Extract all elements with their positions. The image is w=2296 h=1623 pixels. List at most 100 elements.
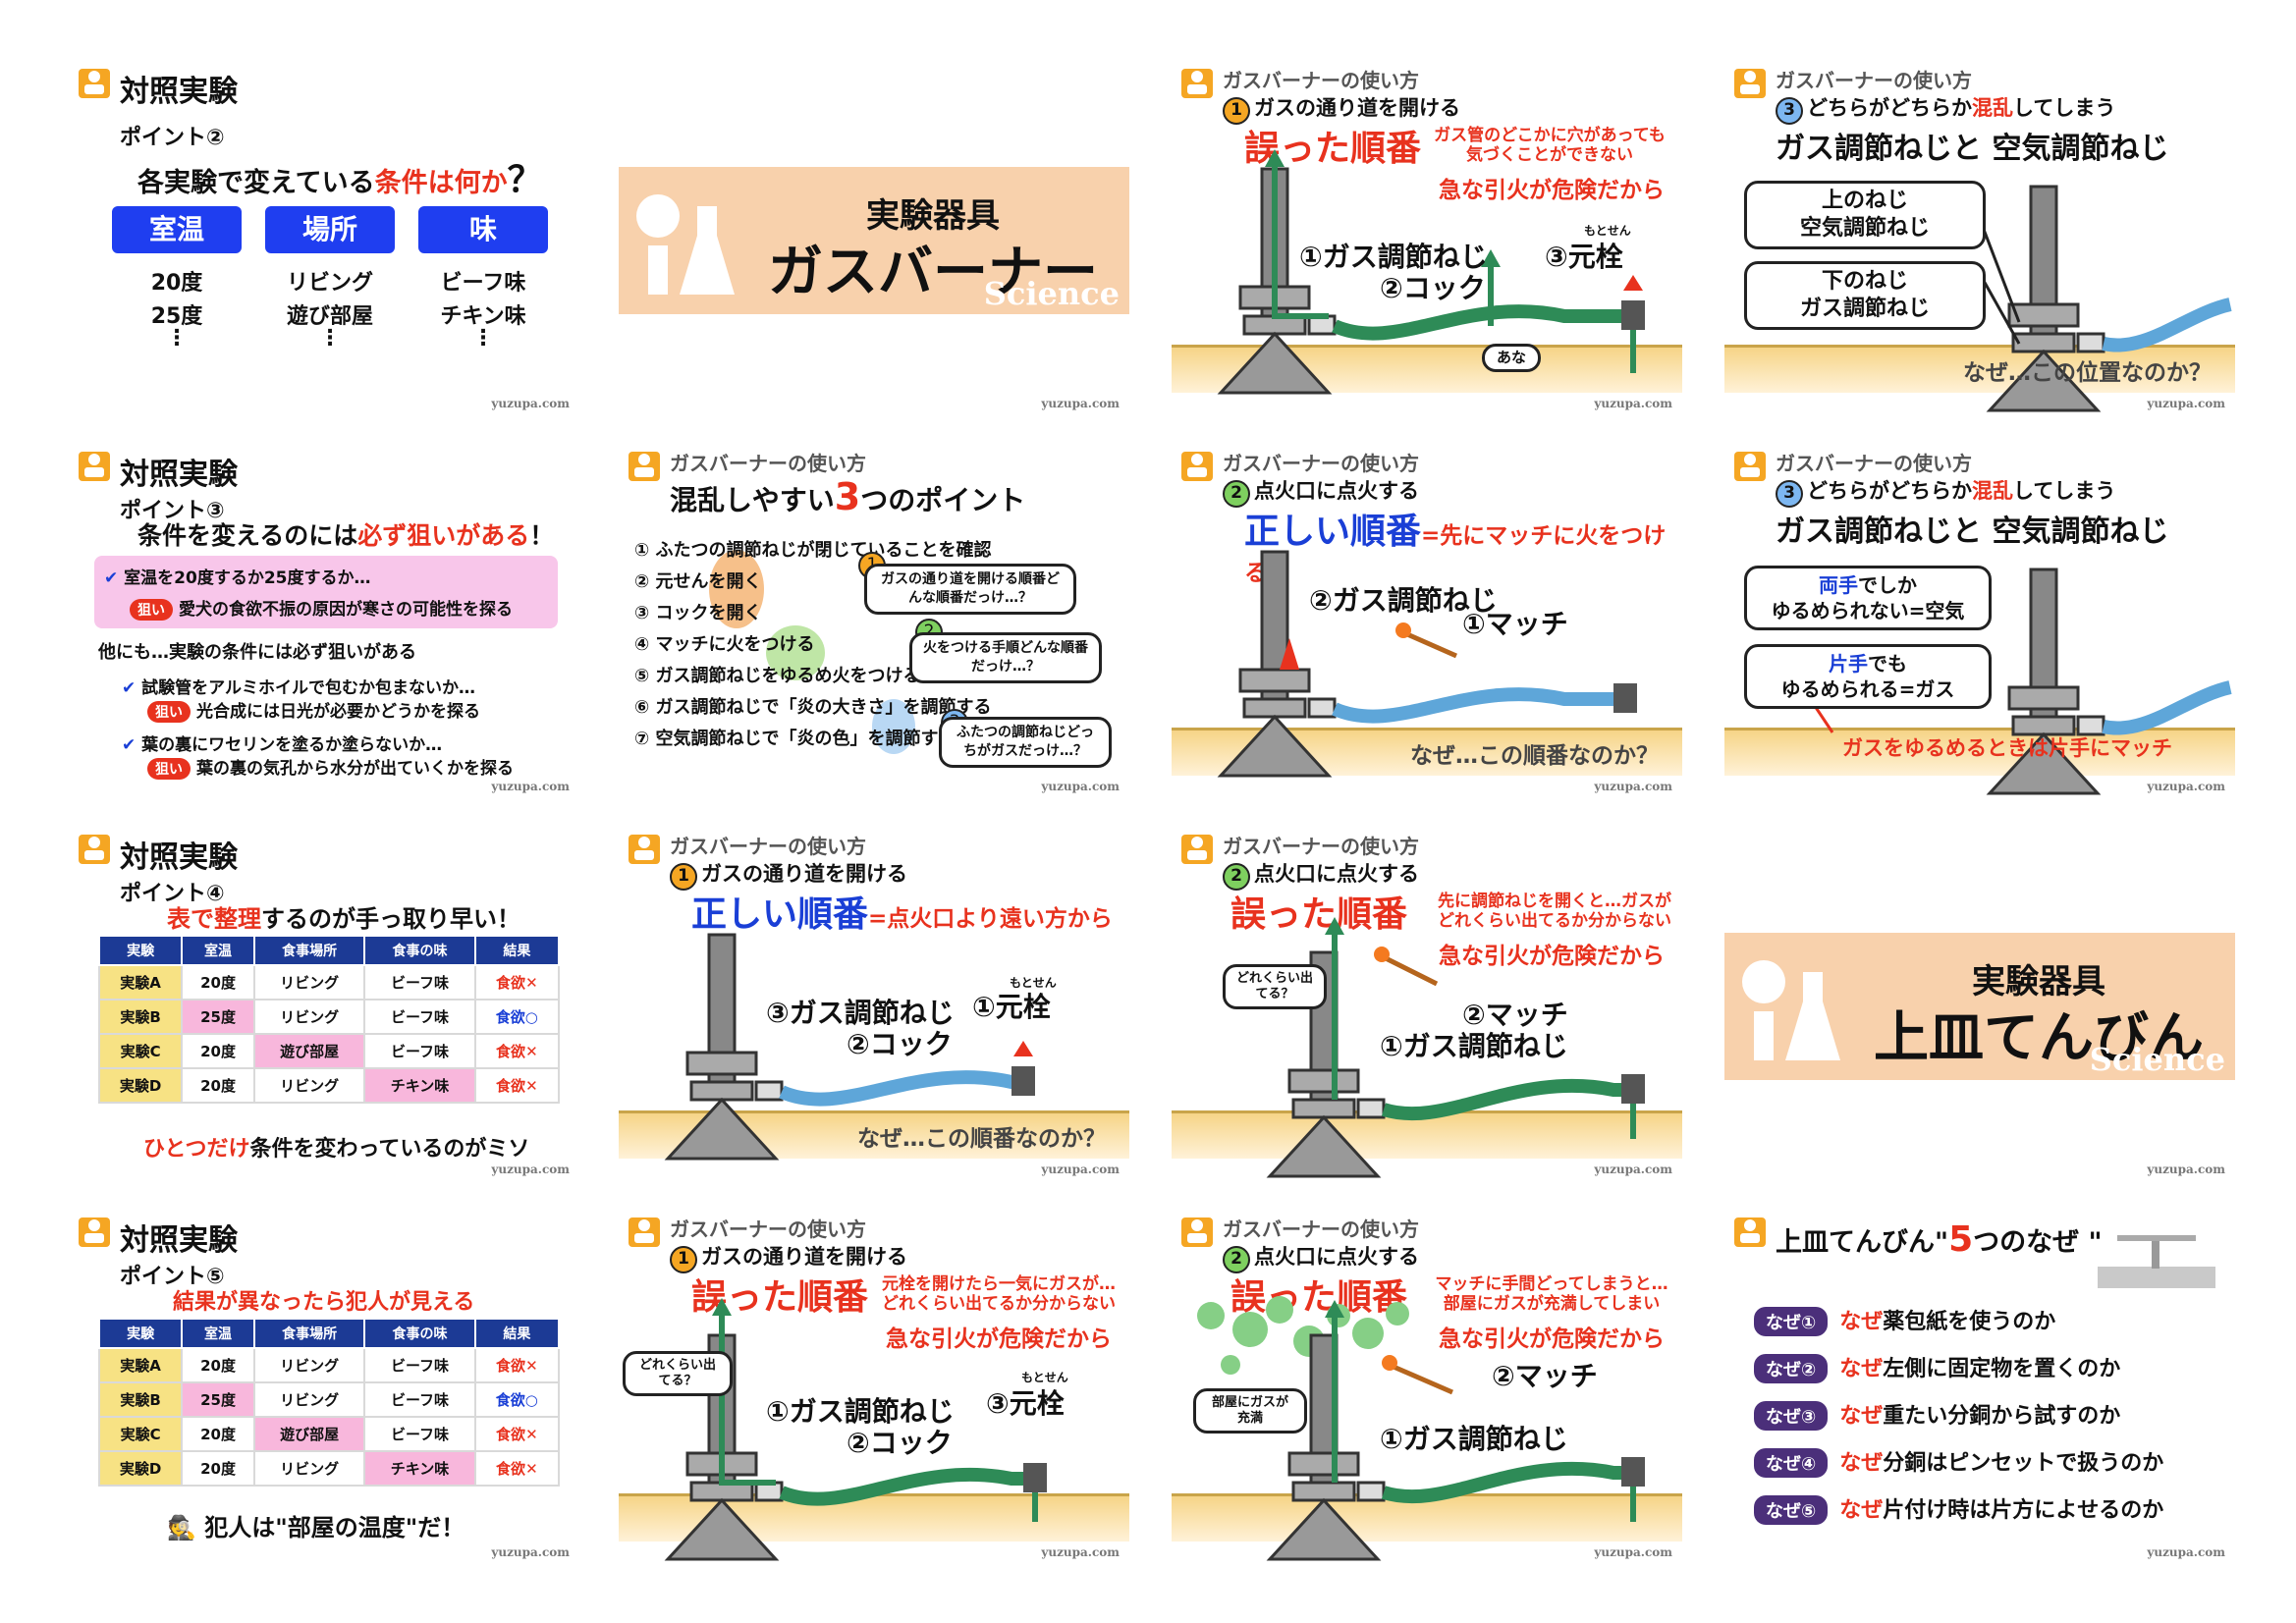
question: 各実験で変えている条件は何か？ — [137, 160, 543, 200]
point-label: ポイント③ — [120, 499, 225, 523]
label-gas-screw: ①ガス調節ねじ — [1380, 1423, 1568, 1455]
microscope-flask-icon — [1742, 960, 1840, 1060]
gas-screw-callout: 片手でもゆるめられる=ガス — [1744, 644, 1992, 709]
ellipsis-icon: ⋮ — [319, 326, 341, 351]
kicker: ガスバーナーの使い方 — [1223, 69, 1419, 92]
label-cock: ②コック — [847, 1028, 953, 1060]
gas-burner-diagram — [1219, 550, 1637, 778]
yuzupa-logo-icon — [79, 452, 110, 481]
label-match: ②マッチ — [1462, 999, 1568, 1031]
example-item: ✔ 葉の裏にワセリンを塗るか塗らないか… — [122, 735, 443, 755]
slide-control-point3: 対照実験 ポイント③ 条件を変えるのには必ず狙いがある！ ✔ 室温を20度するか… — [69, 442, 579, 795]
example-item: ✔ 試験管をアルミホイルで包むか包まないか… — [122, 678, 476, 698]
warning-detail: ガス管のどこかに穴があっても気づくことができない — [1434, 126, 1666, 165]
how-much-callout: どれくらい出てる？ — [1223, 964, 1327, 1009]
microscope-flask-icon — [636, 194, 735, 295]
label-gas-screw: ①ガス調節ねじ — [1299, 241, 1488, 273]
footer-credit: yuzupa.com — [2147, 397, 2225, 410]
slide-control-point2: 対照実験 ポイント② 各実験で変えている条件は何か？ 室温 場所 味 20度 2… — [69, 59, 579, 412]
other-note: 他にも…実験の条件には必ず狙いがある — [98, 642, 416, 663]
slide-control-point4: 対照実験 ポイント④ 表で整理するのが手っ取り早い！ 実験室温食事場所食事の味結… — [69, 825, 579, 1178]
label-cock: ②コック — [847, 1427, 953, 1459]
footer-credit: yuzupa.com — [491, 397, 570, 410]
ruby-text: もとせん — [1584, 224, 1631, 238]
slide-title: 対照実験 — [120, 1223, 238, 1258]
culprit-note: 🕵 犯人は"部屋の温度"だ！ — [167, 1514, 465, 1542]
label-match: ①マッチ — [1462, 608, 1568, 640]
condition-button-place[interactable]: 場所 — [265, 206, 395, 253]
right-order-heading: 正しい順番=点火口より遠い方から — [691, 894, 1113, 935]
warning-detail: 元栓を開けたら一気にガスが…どれくらい出てるか分からない — [882, 1274, 1116, 1314]
footer-credit: yuzupa.com — [1041, 780, 1120, 793]
gas-burner-diagram — [1268, 917, 1645, 1178]
question: 結果が異なったら犯人が見える — [173, 1290, 475, 1315]
check-icon: ✔ — [122, 678, 137, 698]
procedure-step: ④ マッチに火をつける — [634, 634, 815, 655]
warning-main: 急な引火が危険だから — [1439, 944, 1665, 969]
footer-credit: yuzupa.com — [491, 1163, 570, 1176]
condition-button-taste[interactable]: 味 — [418, 206, 548, 253]
label-gas-screw: ②ガス調節ねじ — [1309, 584, 1498, 617]
kicker: ガスバーナーの使い方 — [1223, 1217, 1419, 1241]
gas-burner-diagram — [666, 933, 1035, 1161]
gas-burner-diagram — [1219, 149, 1645, 395]
gas-cloud — [1197, 1296, 1409, 1375]
cover-band: 実験器具 上皿てんびん Science — [1724, 933, 2235, 1080]
footer-credit: yuzupa.com — [1041, 1545, 1120, 1559]
slide-cover-balance: 実験器具 上皿てんびん Science yuzupa.com — [1724, 825, 2235, 1178]
table-note: ひとつだけ条件を変わっているのがミソ — [143, 1137, 530, 1162]
kicker: ガスバーナーの使い方 — [1223, 452, 1419, 475]
procedure-step: ② 元せんを開く — [634, 571, 762, 592]
procedure-step: ⑦ 空気調節ねじで「炎の色」を調節する — [634, 729, 957, 749]
example-aim: 狙い光合成には日光が必要かどうかを探る — [147, 697, 480, 723]
example-box: ✔ 室温を20度するか25度するか… 狙い愛犬の食欲不振の原因が寒さの可能性を探… — [94, 556, 558, 628]
cond-value: チキン味 — [440, 304, 526, 329]
detective-icon: 🕵 — [167, 1514, 196, 1542]
warning-main: 急な引火が危険だから — [1439, 1326, 1665, 1352]
point-label: ポイント④ — [120, 882, 225, 906]
point-label: ポイント⑤ — [120, 1265, 225, 1289]
condition-button-room-temp[interactable]: 室温 — [112, 206, 242, 253]
footer-credit: yuzupa.com — [1594, 397, 1672, 410]
lower-screw-callout: 下のねじガス調節ねじ — [1744, 261, 1986, 330]
science-label: Science — [2089, 1041, 2225, 1078]
footer-credit: yuzupa.com — [1041, 1163, 1120, 1176]
warning-detail: マッチに手間どってしまうと…部屋にガスが充満してしまい — [1435, 1274, 1668, 1314]
example-aim: 狙い葉の裏の気孔から水分が出ていくかを探る — [147, 754, 514, 780]
cond-value: 20度 — [150, 271, 203, 296]
cond-value: 遊び部屋 — [286, 304, 373, 329]
kicker: ガスバーナーの使い方 — [1223, 835, 1419, 858]
warning-main: 急な引火が危険だから — [1439, 178, 1665, 203]
science-label: Science — [983, 275, 1120, 312]
screws-heading: ガス調節ねじと 空気調節ねじ — [1776, 514, 2169, 549]
points-heading: 混乱しやすい3つのポイント — [670, 475, 1026, 518]
kicker: ガスバーナーの使い方 — [1776, 452, 1972, 475]
footer-credit: yuzupa.com — [491, 1545, 570, 1559]
table-surface — [1724, 728, 2235, 776]
cover-title: 上皿てんびん — [1874, 1006, 2204, 1070]
aim-badge: 狙い — [147, 758, 191, 780]
question: 条件を変えるのには必ず狙いがある！ — [137, 521, 555, 550]
cond-value: ビーフ味 — [440, 271, 526, 296]
cond-value: 25度 — [150, 304, 203, 329]
label-gas-screw: ①ガス調節ねじ — [1380, 1030, 1568, 1062]
footer-credit: yuzupa.com — [491, 780, 570, 793]
ellipsis-icon: ⋮ — [166, 326, 188, 351]
cover-subtitle: 実験器具 — [866, 196, 1000, 236]
how-much-callout: どれくらい出てる？ — [623, 1351, 733, 1396]
why-question: なぜ…この位置なのか？ — [1963, 360, 2212, 386]
